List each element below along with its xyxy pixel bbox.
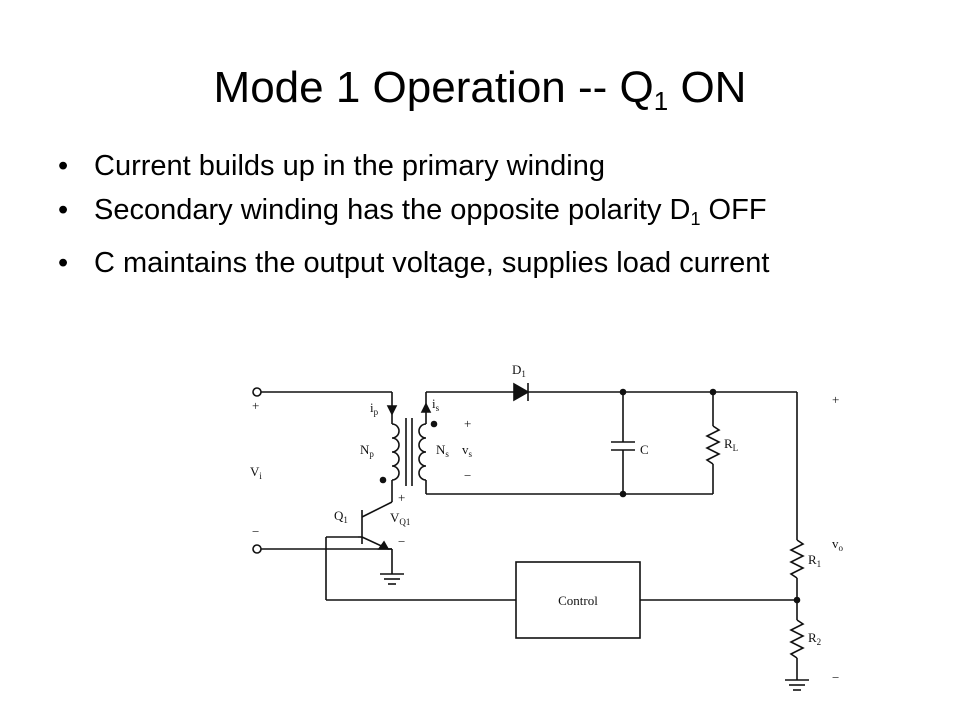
label-vo-plus: +: [832, 392, 839, 407]
label-vq1-plus: +: [398, 490, 405, 505]
junction-dot: [619, 490, 627, 498]
bullet-item: • C maintains the output voltage, supplie…: [58, 247, 918, 279]
bullet-text: Secondary winding has the opposite polar…: [94, 194, 691, 226]
transistor-q1-collector: [361, 501, 393, 518]
label-r2: R2: [808, 630, 821, 647]
control-label: Control: [558, 593, 598, 608]
label-vq1: VQ1: [390, 510, 410, 527]
bullet-subscript: 1: [690, 209, 701, 229]
title-main: Mode 1 Operation -- Q: [213, 63, 654, 112]
label-vo: vo: [832, 536, 844, 553]
label-vq1-minus: −: [398, 534, 405, 549]
input-plus-terminal: [252, 387, 262, 397]
secondary-winding: [418, 423, 427, 481]
diode-d1-symbol: [513, 382, 530, 402]
bullet-text: Current builds up in the primary winding: [94, 150, 605, 182]
label-r1: R1: [808, 552, 821, 569]
flyback-circuit-diagram: D1 ip is Np Ns vs + − Vi + − Q1 + VQ1 − …: [250, 362, 844, 691]
is-arrow: [420, 402, 432, 413]
primary-winding: [391, 423, 400, 481]
label-vo-minus: −: [832, 670, 839, 685]
bullet-item: • Secondary winding has the opposite pola…: [58, 194, 918, 235]
label-vs-minus: −: [464, 468, 471, 483]
input-minus-terminal: [252, 544, 262, 554]
slide-title: Mode 1 Operation -- Q1 ON: [0, 62, 960, 127]
secondary-dot: [430, 420, 438, 428]
bullet-text-end: OFF: [700, 194, 767, 226]
label-is: is: [432, 396, 440, 413]
label-vs: vs: [462, 442, 473, 459]
label-vs-plus: +: [464, 416, 471, 431]
resistor-r1: [789, 539, 805, 579]
ip-arrow: [386, 405, 398, 416]
bullet-dot: •: [58, 194, 69, 226]
resistor-r2: [789, 619, 805, 659]
bullet-dot: •: [58, 247, 69, 279]
bullet-list: • Current builds up in the primary windin…: [58, 150, 918, 291]
label-q1: Q1: [334, 508, 348, 525]
control-block: [515, 561, 641, 639]
resistor-rl: [705, 425, 721, 465]
primary-dot: [379, 476, 387, 484]
bullet-item: • Current builds up in the primary windin…: [58, 150, 918, 182]
title-end: ON: [668, 63, 747, 112]
bullet-dot: •: [58, 150, 69, 182]
label-ns: Ns: [436, 442, 449, 459]
label-vi-minus: −: [252, 524, 259, 539]
label-c: C: [640, 442, 649, 457]
title-subscript: 1: [653, 86, 669, 116]
label-np: Np: [360, 442, 374, 459]
label-vi-plus: +: [252, 398, 259, 413]
bullet-text: C maintains the output voltage, supplies…: [94, 247, 770, 279]
label-d1: D1: [512, 362, 526, 379]
label-vi: Vi: [250, 464, 262, 481]
label-ip: ip: [370, 400, 379, 417]
label-rl: RL: [724, 436, 738, 453]
